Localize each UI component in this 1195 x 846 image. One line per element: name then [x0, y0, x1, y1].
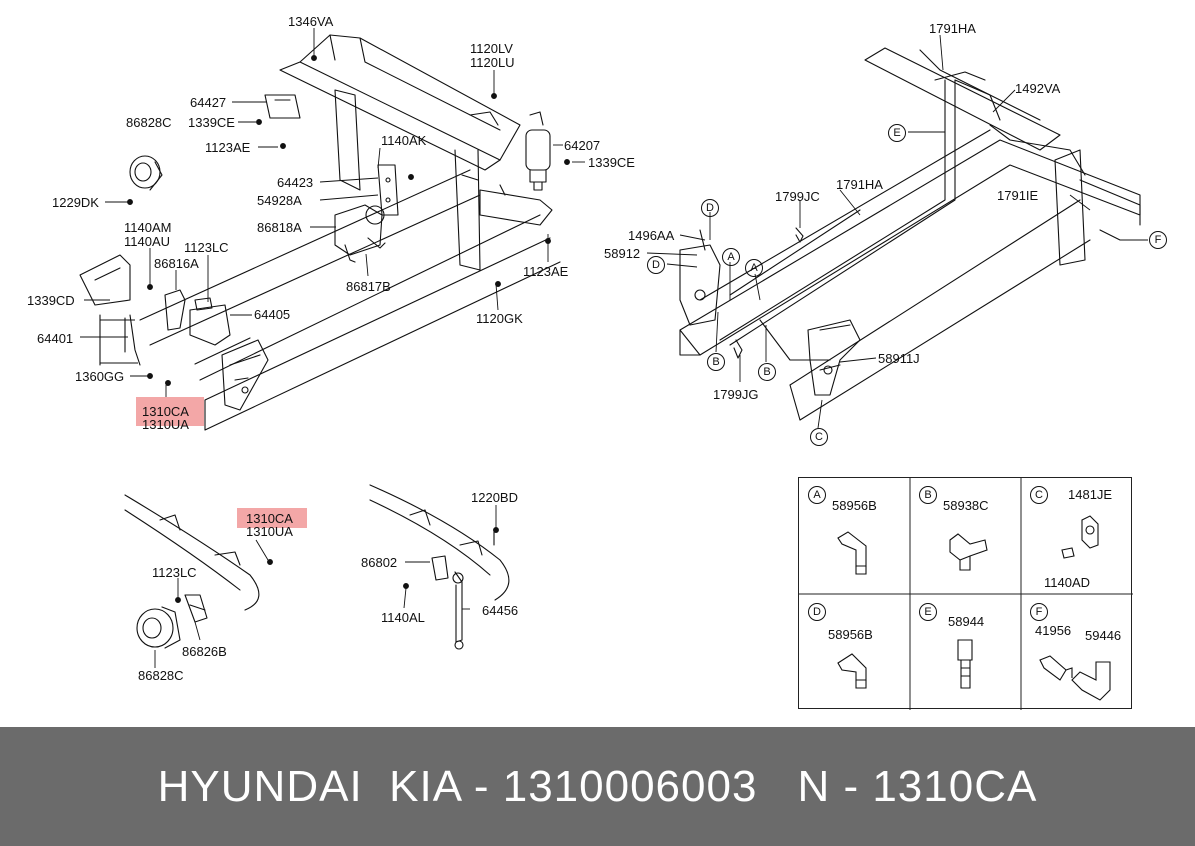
callout-1310ca-main: 1310CA: [142, 404, 189, 419]
callout-1123lc-main: 1123LC: [184, 240, 229, 255]
legend-letter-e: E: [919, 603, 937, 621]
legend-letter-d: D: [808, 603, 826, 621]
callout-1310ua-detail: 1310UA: [246, 524, 293, 539]
legend-d-part: 58956B: [828, 627, 873, 642]
ref-letter-a-2: A: [745, 259, 763, 277]
callout-1140al: 1140AL: [381, 610, 425, 625]
callout-1140au: 1140AU: [124, 234, 171, 249]
callout-1123ae-lower: 1123AE: [523, 264, 569, 279]
ref-letter-b-2: B: [758, 363, 776, 381]
callout-86828c-main: 86828C: [126, 115, 172, 130]
footer-diagram-code: N - 1310CA: [797, 762, 1038, 811]
callout-1339ce-left: 1339CE: [188, 115, 235, 130]
footer-text: HYUNDAI KIA - 1310006003 N - 1310CA: [0, 727, 1195, 846]
ref-letter-f: F: [1149, 231, 1167, 249]
callout-1229dk: 1229DK: [52, 195, 99, 210]
ref-letter-d-top: D: [701, 199, 719, 217]
callout-86802: 86802: [361, 555, 398, 570]
legend-b-part: 58938C: [943, 498, 989, 513]
callout-86817b: 86817B: [346, 279, 391, 294]
legend-f-part-1: 41956: [1035, 623, 1072, 638]
callout-86828c-detail: 86828C: [138, 668, 184, 683]
ref-letter-a-1: A: [722, 248, 740, 266]
callout-64456: 64456: [482, 603, 519, 618]
callout-86826b: 86826B: [182, 644, 227, 659]
ref-letter-e: E: [888, 124, 906, 142]
frame-line-art: [79, 28, 1148, 701]
callout-54928a: 54928A: [257, 193, 302, 208]
callout-1492va: 1492VA: [1015, 81, 1061, 96]
callout-1310ua-main: 1310UA: [142, 417, 189, 432]
callout-64401: 64401: [37, 331, 74, 346]
callout-1791ha-top: 1791HA: [929, 21, 976, 36]
callout-1140am: 1140AM: [124, 220, 172, 235]
callout-64427: 64427: [190, 95, 227, 110]
legend-a-part: 58956B: [832, 498, 877, 513]
highlight-1310ca-main: [136, 397, 204, 426]
callout-86818a: 86818A: [257, 220, 302, 235]
callout-1123lc-detail: 1123LC: [152, 565, 197, 580]
legend-grid: [799, 478, 1133, 710]
callout-58912: 58912: [604, 246, 641, 261]
callout-1799jc: 1799JC: [775, 189, 820, 204]
callout-64405: 64405: [254, 307, 291, 322]
callout-64423: 64423: [277, 175, 314, 190]
highlight-1310ca-detail: [237, 508, 307, 528]
footer-brand-partnumber: HYUNDAI KIA - 1310006003: [157, 762, 758, 811]
legend-letter-c: C: [1030, 486, 1048, 504]
callout-1120lv: 1120LV: [470, 41, 513, 56]
legend-c-part-1: 1481JE: [1068, 487, 1113, 502]
callout-1120lu: 1120LU: [470, 55, 515, 70]
callout-1791ha-mid: 1791HA: [836, 177, 883, 192]
legend-letter-b: B: [919, 486, 937, 504]
callout-1346va: 1346VA: [288, 14, 334, 29]
callout-58911j: 58911J: [878, 351, 920, 366]
callout-86816a: 86816A: [154, 256, 199, 271]
callout-1140ak: 1140AK: [381, 133, 427, 148]
callout-1799jg: 1799JG: [713, 387, 759, 402]
callout-64207: 64207: [564, 138, 601, 153]
ref-letter-b-1: B: [707, 353, 725, 371]
callout-1220bd: 1220BD: [471, 490, 518, 505]
fitting-legend-table: [798, 477, 1133, 710]
callout-1496aa: 1496AA: [628, 228, 675, 243]
legend-letter-a: A: [808, 486, 826, 504]
legend-letter-f: F: [1030, 603, 1048, 621]
legend-f-part-2: 59446: [1085, 628, 1122, 643]
ref-letter-c: C: [810, 428, 828, 446]
callout-1310ca-detail: 1310CA: [246, 511, 293, 526]
ref-letter-d-left: D: [647, 256, 665, 274]
callout-1360gg: 1360GG: [75, 369, 125, 384]
callout-1123ae-upper: 1123AE: [205, 140, 251, 155]
callout-1339cd: 1339CD: [27, 293, 75, 308]
footer-banner: HYUNDAI KIA - 1310006003 N - 1310CA: [0, 727, 1195, 846]
callout-1120gk: 1120GK: [476, 311, 523, 326]
callout-1339ce-right: 1339CE: [588, 155, 635, 170]
legend-c-part-2: 1140AD: [1044, 575, 1091, 590]
callout-1791ie: 1791IE: [997, 188, 1039, 203]
legend-e-part: 58944: [948, 614, 985, 629]
